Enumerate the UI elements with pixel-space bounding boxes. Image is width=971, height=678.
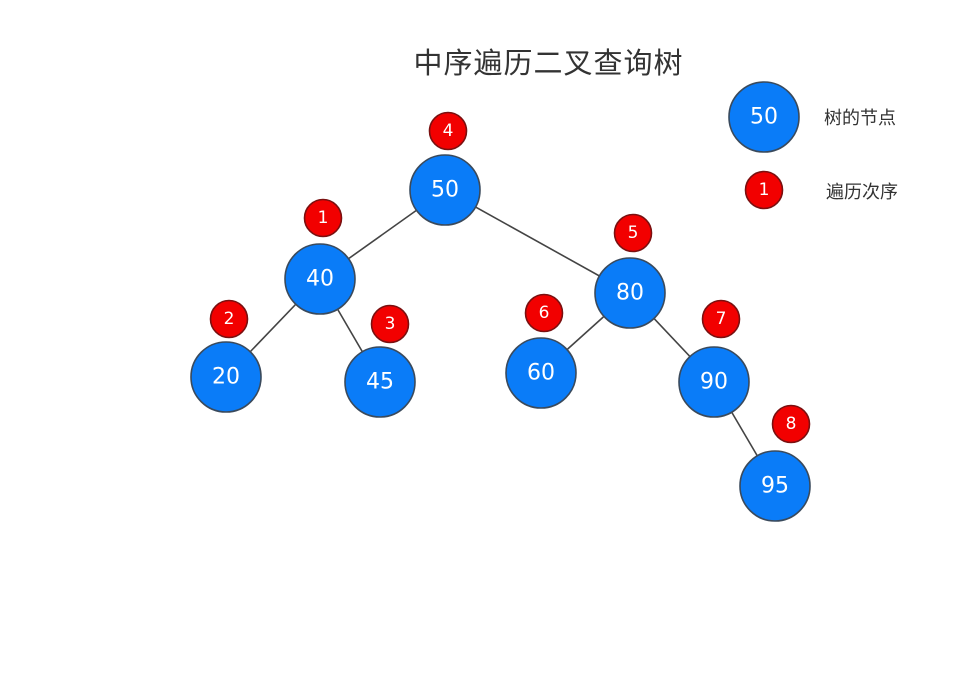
- tree-node-40: [284, 243, 356, 315]
- tree-node-value: 50: [431, 178, 459, 203]
- order-badge-number: 4: [443, 121, 454, 141]
- legend-order-sample: [744, 170, 784, 210]
- order-badge-3: [370, 304, 410, 344]
- order-badge-number: 6: [539, 303, 550, 323]
- tree-node-45: [344, 346, 416, 418]
- order-badge-number: 3: [385, 314, 396, 334]
- order-badge-1: [303, 198, 343, 238]
- order-badge-8: [771, 404, 811, 444]
- tree-node-50: [409, 154, 481, 226]
- tree-nodes: 50 40 20 45 80 60 90 95: [190, 154, 811, 522]
- tree-node-value: 95: [761, 474, 789, 499]
- order-badge-number: 1: [318, 208, 329, 228]
- tree-node-value: 80: [616, 281, 644, 306]
- legend-node-label: 树的节点: [824, 108, 896, 129]
- legend: 50 1: [728, 81, 800, 210]
- legend-order-label: 遍历次序: [826, 182, 898, 203]
- tree-node-20: [190, 341, 262, 413]
- order-badge-2: [209, 299, 249, 339]
- legend-node-sample-value: 50: [750, 105, 778, 130]
- order-badge-number: 7: [716, 309, 727, 329]
- tree-node-value: 20: [212, 365, 240, 390]
- traversal-order-badges: 4 1 2 3 5 6 7 8: [209, 111, 811, 444]
- tree-edges: [225, 189, 776, 487]
- tree-node-90: [678, 346, 750, 418]
- tree-node-95: [739, 450, 811, 522]
- tree-node-80: [594, 257, 666, 329]
- tree-node-60: [505, 337, 577, 409]
- order-badge-6: [524, 293, 564, 333]
- order-badge-number: 5: [628, 223, 639, 243]
- tree-node-value: 90: [700, 370, 728, 395]
- legend-order-sample-value: 1: [759, 180, 770, 200]
- legend-node-sample: [728, 81, 800, 153]
- diagram-title: 中序遍历二叉查询树: [413, 46, 684, 80]
- tree-node-value: 40: [306, 267, 334, 292]
- tree-node-value: 60: [527, 361, 555, 386]
- order-badge-number: 8: [786, 414, 797, 434]
- order-badge-4: [428, 111, 468, 151]
- tree-node-value: 45: [366, 370, 394, 395]
- order-badge-7: [701, 299, 741, 339]
- order-badge-5: [613, 213, 653, 253]
- order-badge-number: 2: [224, 309, 235, 329]
